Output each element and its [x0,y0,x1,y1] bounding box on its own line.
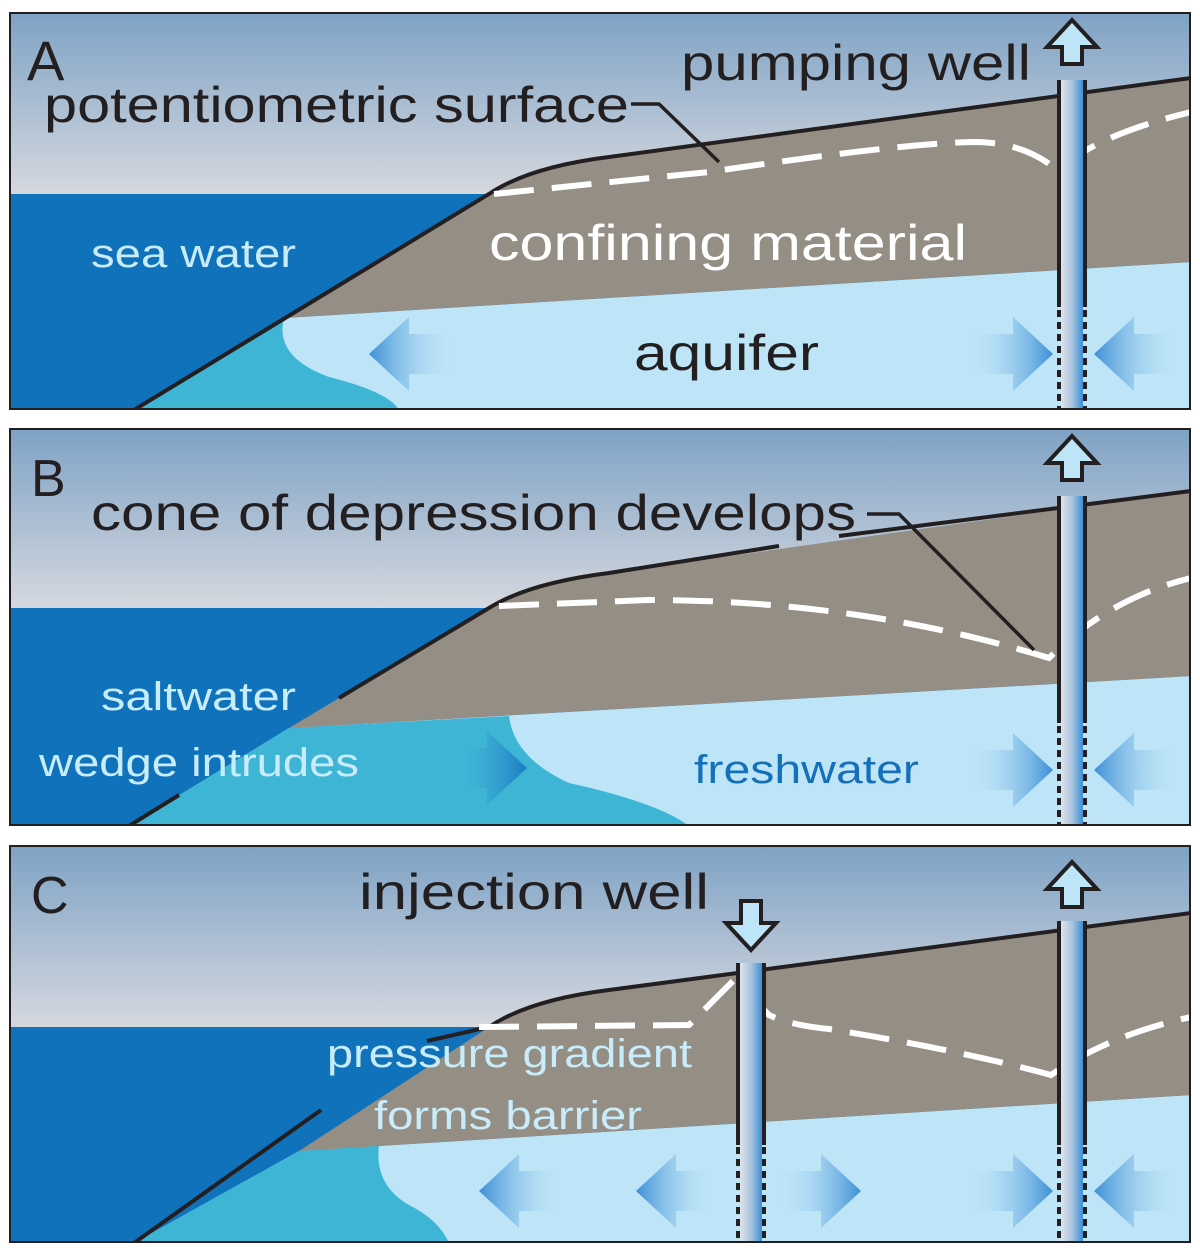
panel-letter: B [31,450,66,508]
pumping-well [1057,496,1087,826]
panel-border [9,845,1191,1243]
wedge-intrudes-label: wedge intrudes [38,741,359,785]
leader-line [867,512,1036,652]
panel-letter: C [31,867,69,925]
coastline-outline [127,489,1191,826]
up-arrow-icon [1042,433,1102,482]
panel-border [9,12,1191,410]
flow-arrow-left-icon [479,1154,564,1228]
sea-water-label: sea water [91,232,296,276]
flow-arrow-left-icon [636,1154,714,1228]
flow-arrow-right-icon [969,733,1053,807]
down-arrow-icon [721,899,781,953]
flow-arrow-right-icon [969,1154,1053,1228]
flow-arrow-left-icon [1094,733,1179,807]
panel-letter: A [27,29,65,92]
panel-b: B cone of depression develops saltwater … [9,428,1191,826]
panel-border [9,428,1191,826]
saltwater-wedge [134,318,399,410]
panel-c-diagram: C injection well pressure gradient forms… [9,845,1191,1243]
coastline-outline [132,76,1191,410]
flow-arrow-left-icon [1094,1154,1179,1228]
flow-arrow-left-icon [369,317,454,391]
confining-material-label: confining material [489,215,967,271]
panel-a-diagram: A potentiometric surface pumping well se… [9,12,1191,410]
flow-arrow-right-icon [779,1154,861,1228]
aquifer-label: aquifer [634,325,819,381]
pumping-well [1057,921,1087,1243]
pressure-gradient-label: pressure gradient [327,1032,692,1076]
injection-well [736,963,766,1243]
panel-b-diagram: B cone of depression develops saltwater … [9,428,1191,826]
pumping-well-label: pumping well [681,35,1031,91]
flow-arrow-right-icon [969,317,1053,391]
freshwater-label: freshwater [694,748,919,792]
panel-c: C injection well pressure gradient forms… [9,845,1191,1243]
up-arrow-icon [1042,17,1102,66]
saltwater-label: saltwater [101,675,296,719]
confining-layer [284,78,1191,318]
saltwater-wedge [134,1145,449,1243]
flow-arrow-left-icon [1094,317,1179,391]
wedge-arrow-right-icon [454,731,527,805]
up-arrow-icon [1042,859,1102,909]
confining-layer [289,491,1191,728]
leader-line [631,102,721,164]
cone-of-depression-label: cone of depression develops [91,485,856,541]
saltwater-wedge [129,716,689,826]
injection-well-label: injection well [359,864,709,920]
cone-of-depression-line [498,575,1191,662]
forms-barrier-label: forms barrier [374,1094,642,1138]
potentiometric-surface-label: potentiometric surface [44,77,629,133]
panel-a: A potentiometric surface pumping well se… [9,12,1191,410]
pumping-well [1057,80,1087,410]
